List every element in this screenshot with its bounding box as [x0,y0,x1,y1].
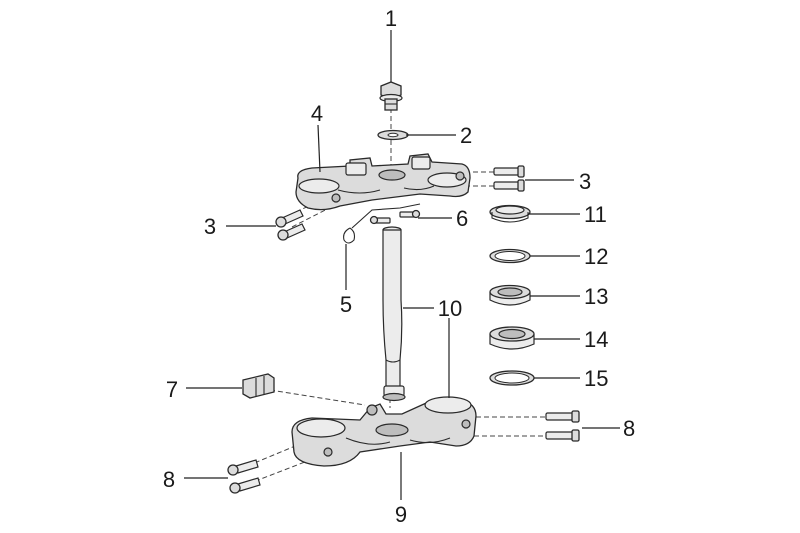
callout-6: 6 [456,206,468,231]
callout-5: 5 [340,292,352,317]
leader-lines [184,30,620,500]
part-12-seal [489,248,531,264]
part-7-clip-bracket [242,373,275,399]
callout-7: 7 [166,377,178,402]
callout-8-right: 8 [623,416,635,441]
part-15-seal [489,370,535,386]
callout-1: 1 [385,6,397,31]
part-3-bolts-left [275,209,306,241]
callout-14: 14 [584,327,608,352]
callout-13: 13 [584,284,608,309]
callout-4: 4 [311,101,323,126]
part-8-bolts-right [545,410,580,442]
callout-12: 12 [584,244,608,269]
callout-15: 15 [584,366,608,391]
part-2-washer [377,129,409,141]
part-3-bolts-right [493,165,525,192]
part-4-upper-triple-clamp [295,153,471,211]
part-5-wire-clip [343,203,421,244]
callout-labels: 1 2 3 3 4 5 6 7 8 8 9 10 11 12 13 14 15 [163,6,635,527]
part-14-bearing [489,326,535,350]
part-1-top-bolt [379,81,403,111]
part-11-nut [489,204,531,223]
callout-2: 2 [460,123,472,148]
part-6-screws [369,209,421,225]
part-9-lower-triple-clamp [291,396,477,467]
callout-9: 9 [395,502,407,527]
part-13-bearing [489,284,531,306]
callout-8-left: 8 [163,467,175,492]
callout-11: 11 [584,202,607,227]
callout-10: 10 [438,296,462,321]
part-10-steering-stem [382,226,406,402]
callout-3-right: 3 [579,169,591,194]
part-8-bolts-left [227,459,261,494]
callout-3-left: 3 [204,214,216,239]
